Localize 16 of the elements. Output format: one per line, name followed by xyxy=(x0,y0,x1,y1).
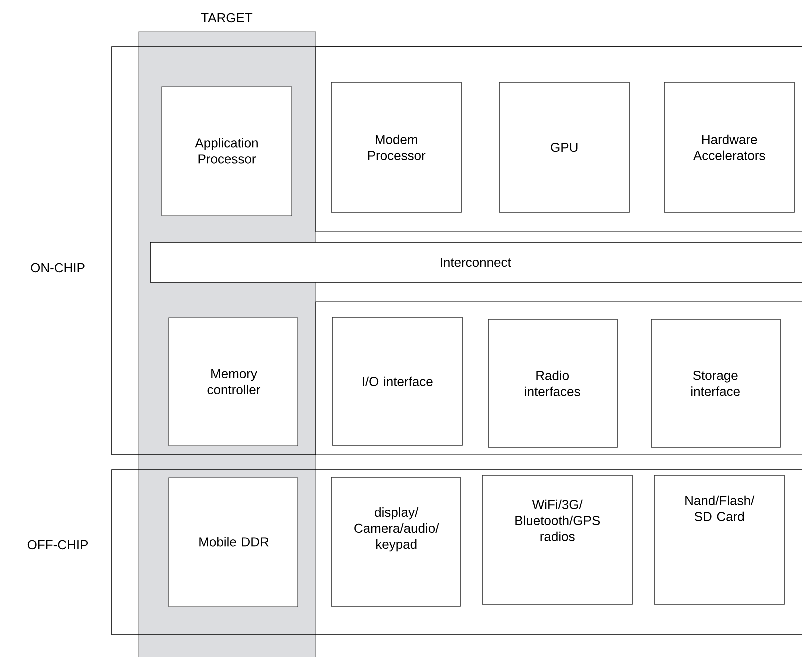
interconnect-bar: Interconnect xyxy=(150,242,802,283)
component-box: WiFi/3G/ Bluetooth/GPS radios xyxy=(482,475,633,605)
component-box: Mobile DDR xyxy=(168,478,298,608)
region-label: OFF-CHIP xyxy=(28,540,88,550)
component-box: Hardware Accelerators xyxy=(664,82,795,213)
region-label: ON-CHIP xyxy=(31,263,85,273)
component-box: I/O interface xyxy=(332,317,463,446)
component-box: Nand/Flash/ SD Card xyxy=(654,475,785,605)
component-box: GPU xyxy=(499,82,630,213)
component-box: display/ Camera/audio/ keypad xyxy=(331,477,461,607)
component-box: Radio interfaces xyxy=(488,319,618,448)
component-box: Memory controller xyxy=(168,318,298,446)
component-box: Application Processor xyxy=(162,86,292,216)
column-heading: TARGET xyxy=(201,13,253,23)
component-box: Storage interface xyxy=(651,319,781,448)
component-box: Modem Processor xyxy=(331,82,462,213)
